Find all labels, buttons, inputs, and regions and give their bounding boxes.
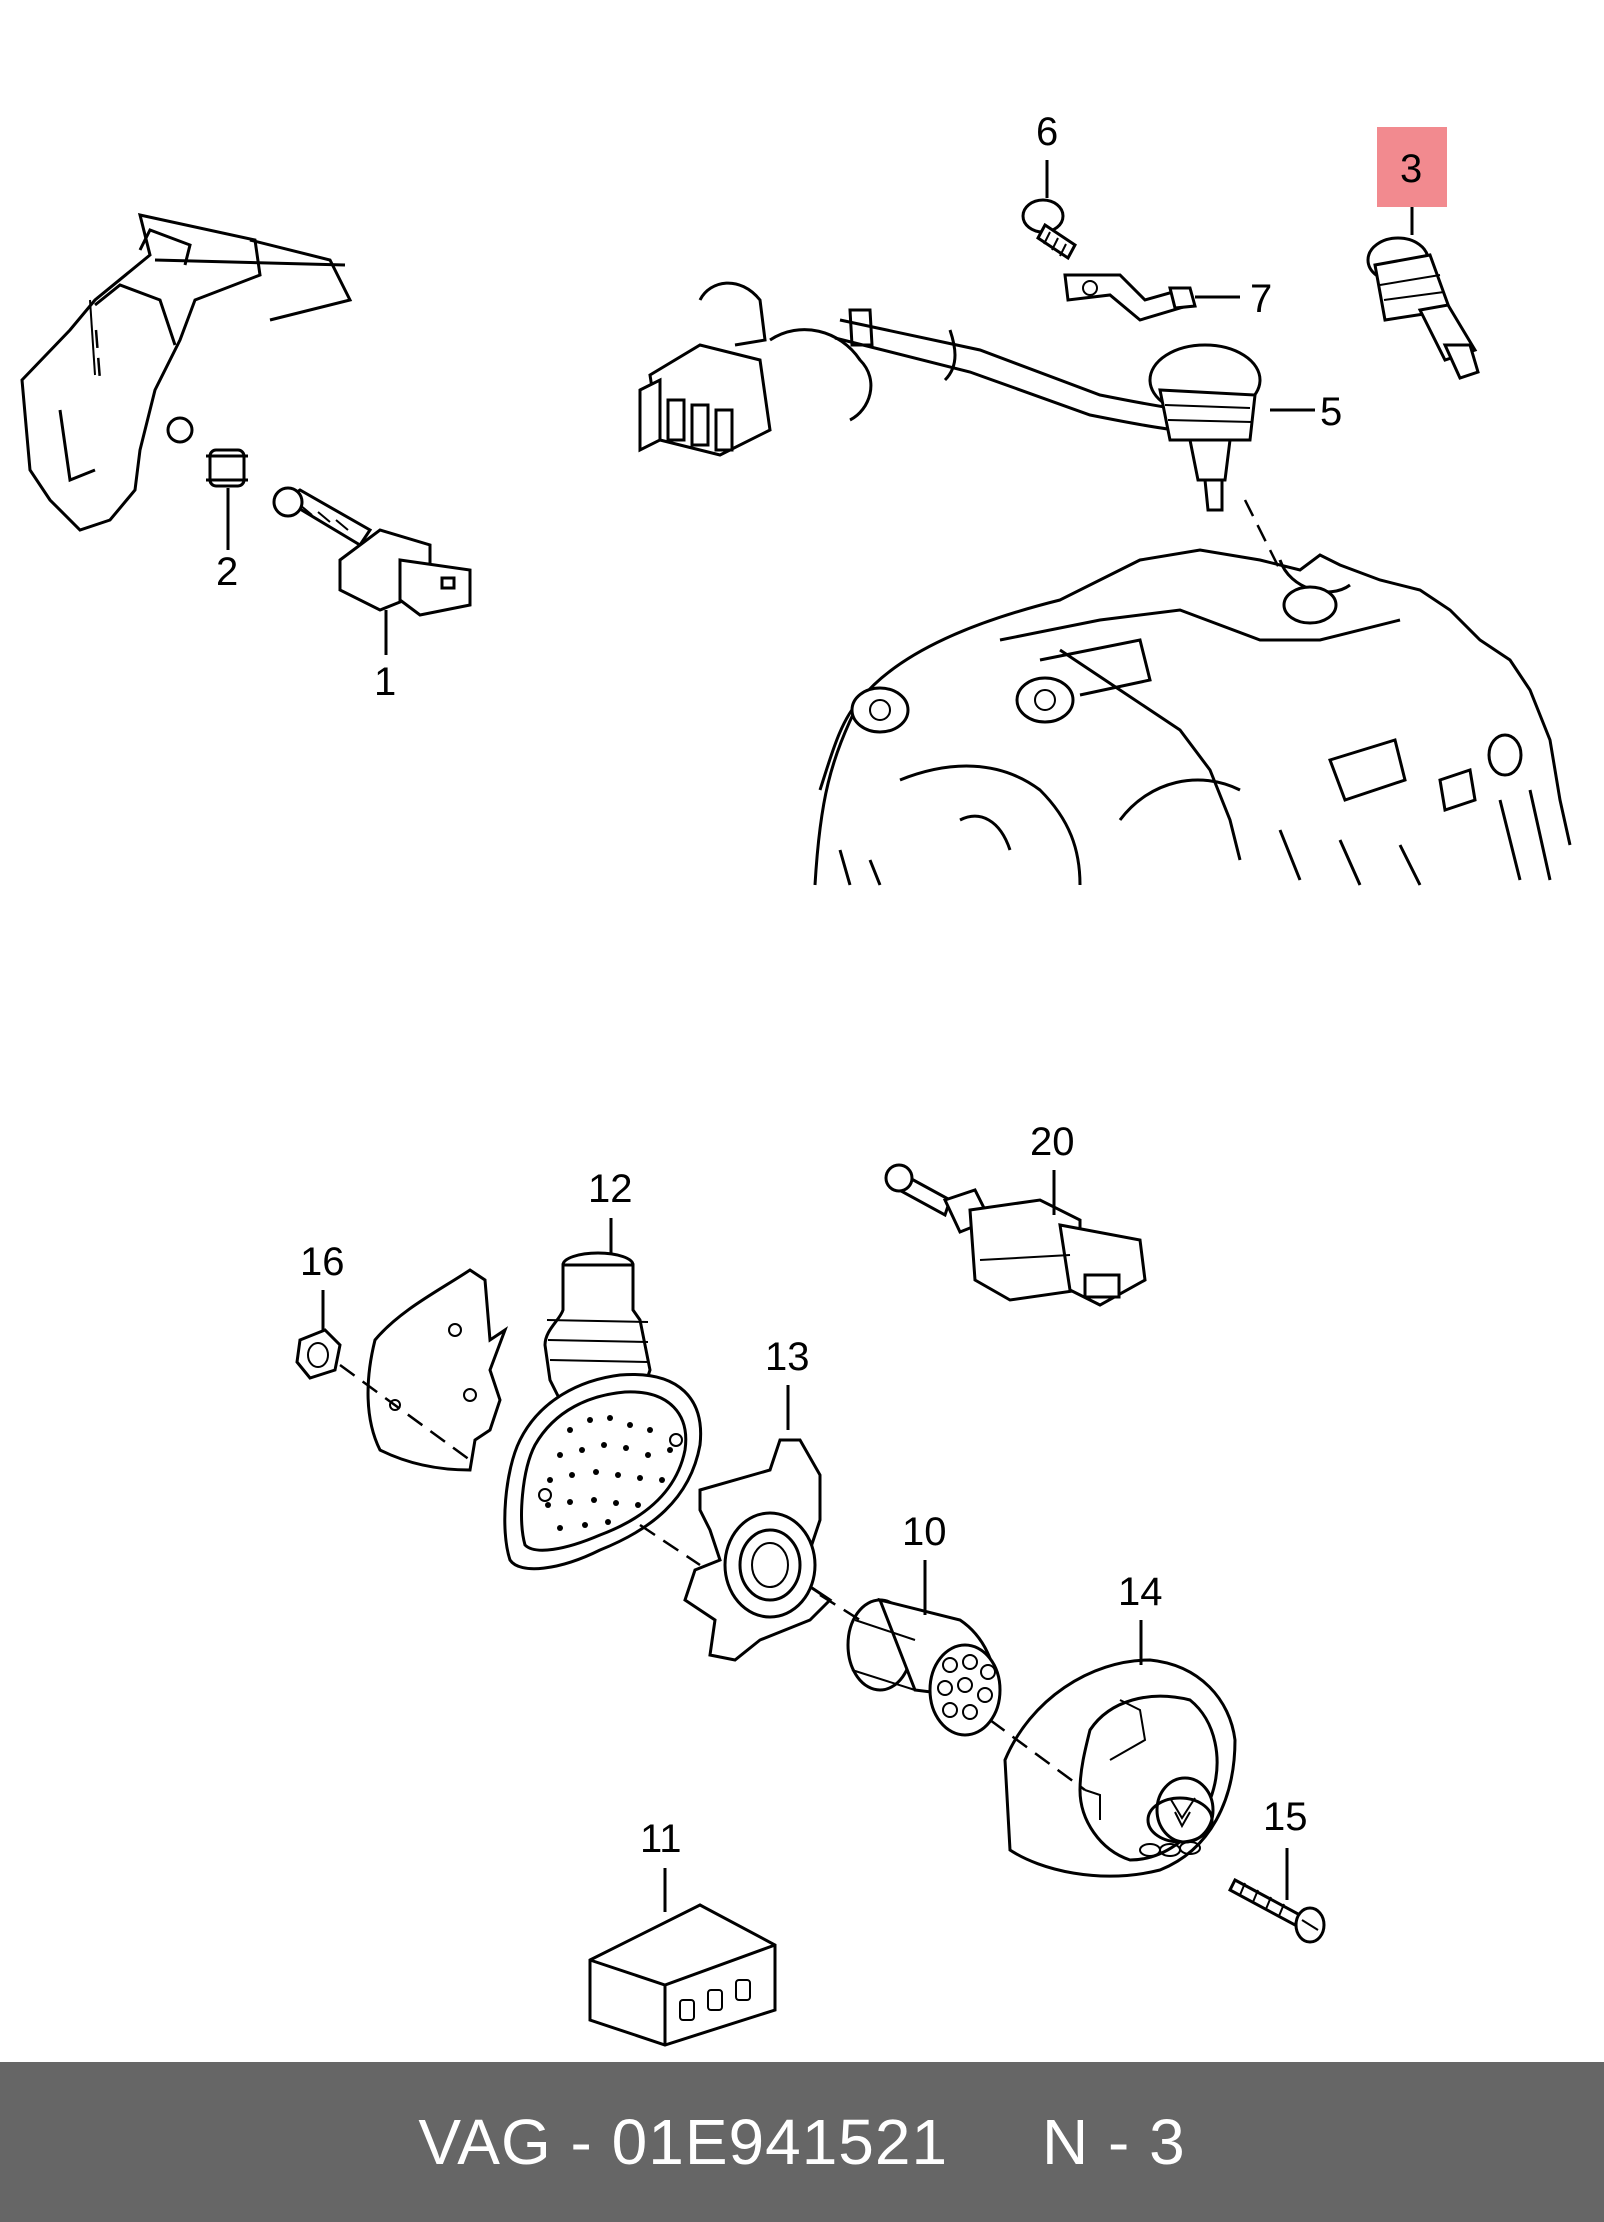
callout-11: 11 — [640, 1817, 682, 1912]
callout-14: 14 — [1118, 1570, 1163, 1665]
callout-label-3: 3 — [1400, 147, 1422, 191]
callout-2: 2 — [216, 488, 238, 594]
callout-label-12: 12 — [588, 1167, 633, 1211]
callout-1: 1 — [374, 610, 396, 704]
brake-switch-20 — [884, 1163, 1147, 1307]
callout-label-6: 6 — [1036, 110, 1058, 154]
brake-light-switch — [272, 486, 472, 617]
callout-label-20: 20 — [1030, 1120, 1075, 1164]
nut-16 — [295, 1328, 342, 1380]
cover-plate — [366, 1268, 509, 1472]
callout-label-11: 11 — [640, 1817, 682, 1861]
assembly-lines-top — [94, 329, 1282, 571]
relay-11 — [588, 1903, 777, 2047]
switch-knob-14 — [1003, 1658, 1237, 1878]
callout-7: 7 — [1195, 277, 1272, 321]
callout-highlight-3 — [1377, 127, 1447, 207]
bracket-13 — [683, 1438, 833, 1662]
callout-label-13: 13 — [765, 1335, 810, 1379]
headlight-switch-body — [503, 1251, 703, 1571]
temperature-sender — [1148, 343, 1262, 512]
callout-20: 20 — [1030, 1120, 1075, 1215]
bolt-6 — [1021, 198, 1077, 261]
assembly-lines-bottom — [339, 1363, 1086, 1792]
transmission-housing — [813, 548, 1572, 886]
callout-label-5: 5 — [1320, 390, 1342, 434]
callout-label-10: 10 — [902, 1510, 947, 1554]
callout-5: 5 — [1270, 390, 1342, 434]
callout-10: 10 — [902, 1510, 947, 1615]
clip-part — [206, 448, 248, 488]
screw-15 — [1228, 1877, 1326, 1944]
callout-3: 3 — [1377, 127, 1447, 235]
callout-label-1: 1 — [374, 660, 396, 704]
wiring-harness — [638, 281, 1191, 457]
callout-15: 15 — [1263, 1795, 1308, 1900]
callout-6: 6 — [1036, 110, 1058, 198]
callout-12: 12 — [588, 1167, 633, 1255]
sender-switch-3 — [1366, 236, 1480, 380]
callout-16: 16 — [300, 1240, 345, 1330]
callout-label-2: 2 — [216, 550, 238, 594]
callout-label-15: 15 — [1263, 1795, 1308, 1839]
part-number-text: VAG - 01E941521 N - 3 — [418, 2106, 1186, 2178]
part-number-footer: VAG - 01E941521 N - 3 — [0, 2062, 1604, 2222]
connector-insert-10 — [846, 1597, 1002, 1737]
callout-label-7: 7 — [1250, 277, 1272, 321]
callout-label-16: 16 — [300, 1240, 345, 1284]
callout-13: 13 — [765, 1335, 810, 1430]
callout-label-14: 14 — [1118, 1570, 1163, 1614]
mounting-bracket — [20, 213, 353, 532]
parts-exploded-diagram: 1 2 3 5 6 7 10 11 12 13 14 15 — [20, 110, 1572, 2047]
bracket-7 — [1063, 273, 1197, 322]
